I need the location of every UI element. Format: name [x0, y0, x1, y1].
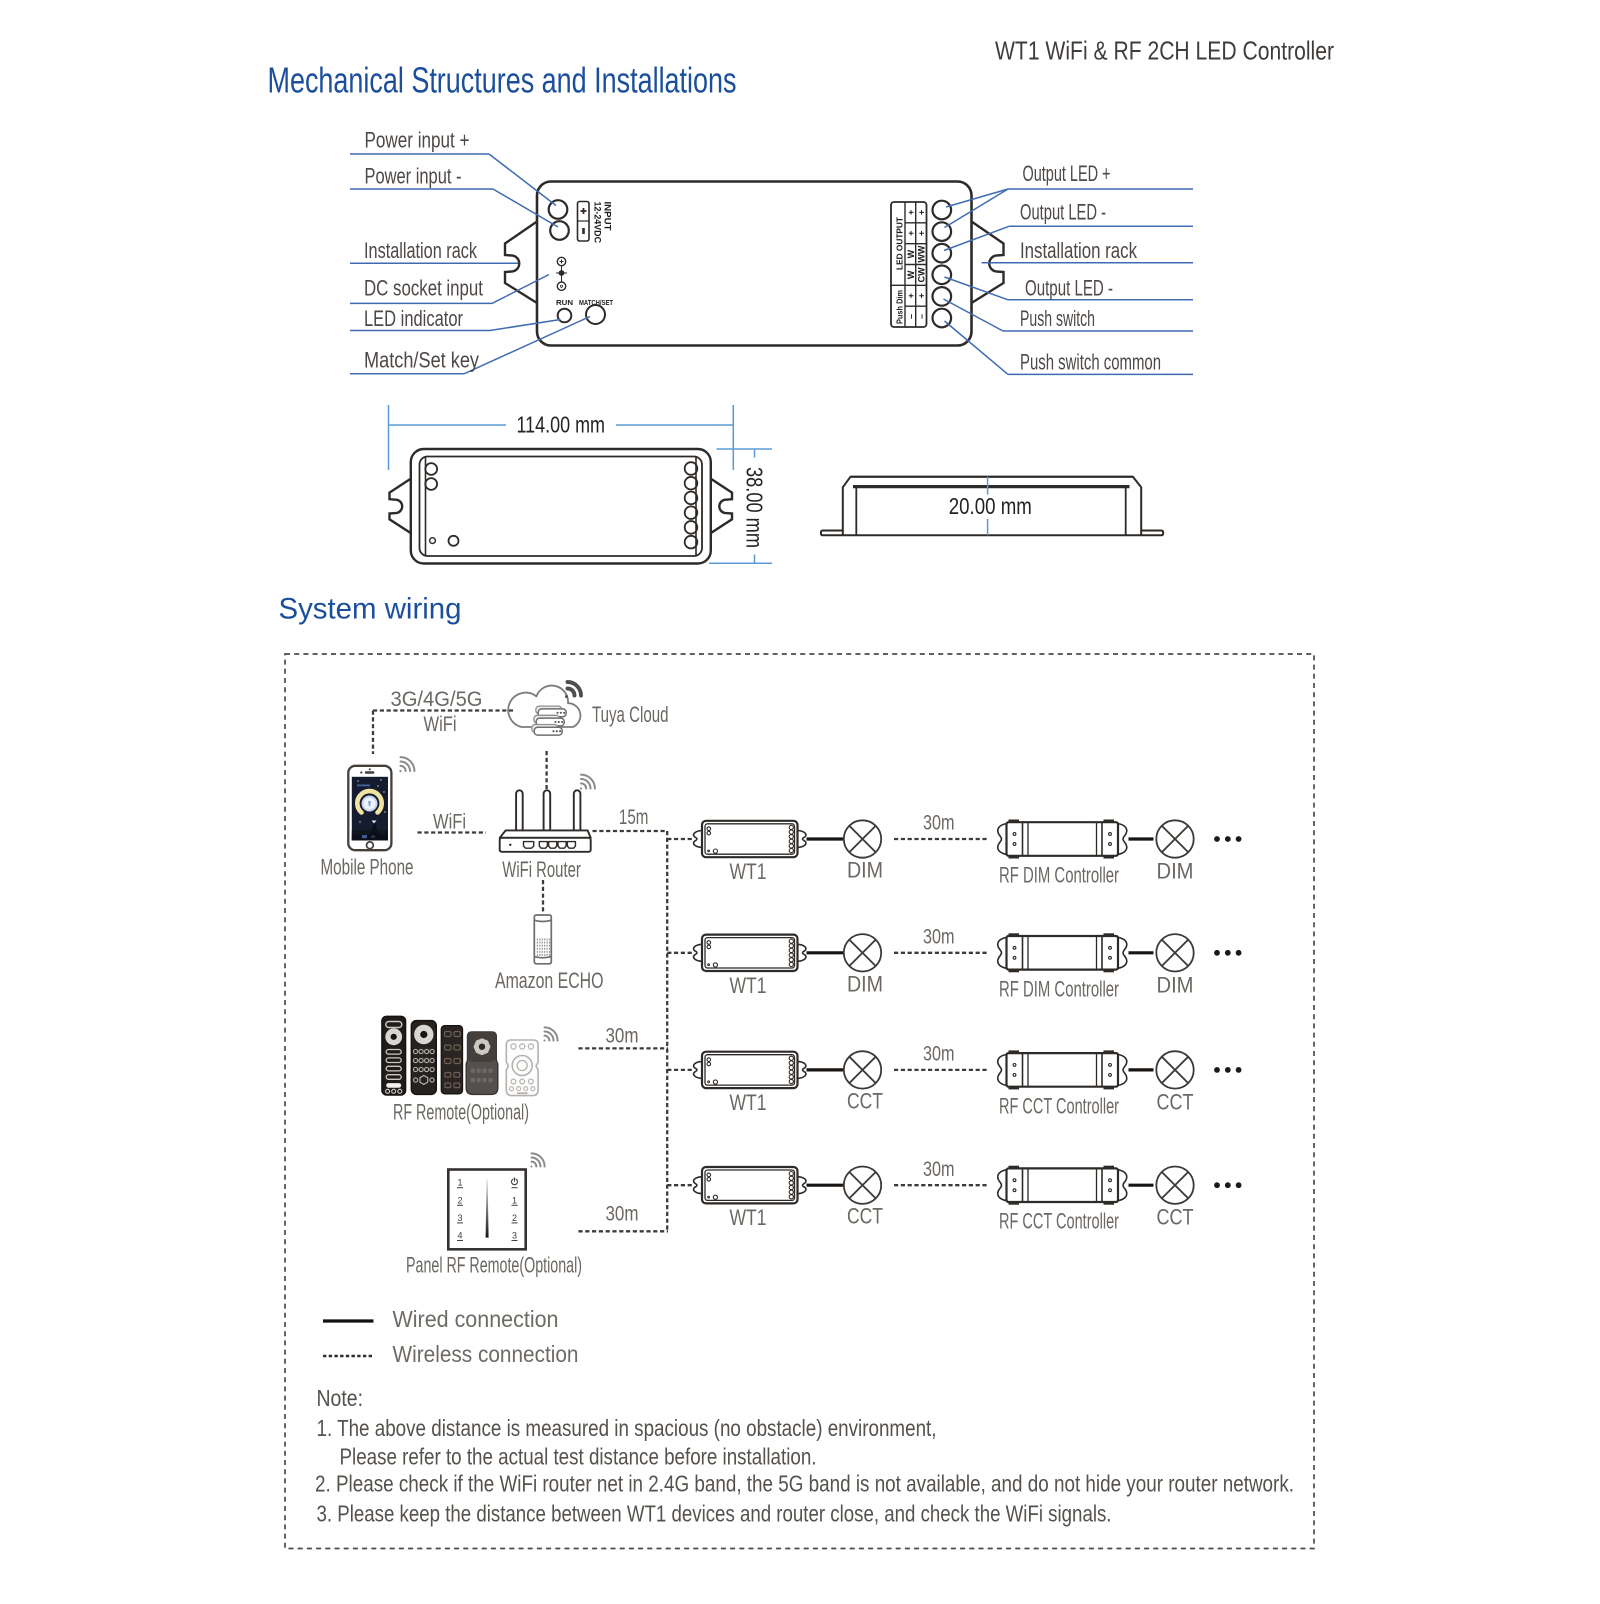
svg-text:DC socket input: DC socket input — [364, 276, 484, 301]
svg-text:–: – — [906, 314, 916, 319]
svg-text:DIM: DIM — [1157, 972, 1194, 997]
svg-text:+: + — [906, 293, 916, 298]
svg-text:RUN: RUN — [556, 298, 573, 307]
svg-text:Push Dim: Push Dim — [896, 290, 905, 324]
svg-text:Match/Set key: Match/Set key — [364, 348, 480, 373]
svg-text:30m: 30m — [923, 812, 955, 835]
svg-text:1. The above distance is measu: 1. The above distance is measured in spa… — [317, 1415, 937, 1441]
svg-text:3: 3 — [512, 1231, 517, 1241]
svg-text:CCT: CCT — [1157, 1089, 1194, 1114]
svg-text:DIM: DIM — [1157, 859, 1194, 884]
svg-text:MATCH/SET: MATCH/SET — [579, 298, 613, 307]
svg-text:Output LED -: Output LED - — [1025, 276, 1113, 301]
svg-text:WiFi: WiFi — [424, 713, 457, 736]
svg-text:WT1: WT1 — [730, 1205, 767, 1230]
svg-text:DIM: DIM — [847, 858, 883, 883]
svg-text:2. Please check if the WiFi ro: 2. Please check if the WiFi router net i… — [315, 1471, 1294, 1497]
svg-text:WiFi Router: WiFi Router — [502, 857, 581, 882]
svg-text:CCT: CCT — [847, 1204, 883, 1229]
svg-text:CW: CW — [917, 267, 927, 282]
svg-text:3. Please keep the distance b: 3. Please keep the distance between WT1 … — [317, 1500, 1112, 1526]
svg-text:System wiring: System wiring — [279, 593, 462, 626]
svg-text:Note:: Note: — [317, 1385, 364, 1411]
svg-text:Please refer to the actual tes: Please refer to the actual test distance… — [340, 1444, 817, 1470]
svg-text:114.00 mm: 114.00 mm — [517, 412, 606, 438]
svg-text:Mobile Phone: Mobile Phone — [321, 855, 414, 880]
svg-text:INPUT: INPUT — [603, 202, 613, 232]
svg-text:2: 2 — [457, 1195, 462, 1205]
svg-text:+: + — [917, 293, 927, 298]
svg-text:30m: 30m — [606, 1203, 639, 1226]
svg-text:LED indicator: LED indicator — [364, 306, 463, 331]
svg-text:+: + — [906, 210, 916, 215]
svg-text:RF CCT Controller: RF CCT Controller — [999, 1093, 1119, 1118]
svg-text:30m: 30m — [606, 1025, 639, 1048]
svg-text:RF CCT Controller: RF CCT Controller — [999, 1209, 1119, 1234]
svg-text:Panel RF Remote(Optional): Panel RF Remote(Optional) — [406, 1253, 582, 1278]
svg-text:Output LED +: Output LED + — [1023, 161, 1111, 186]
svg-text:12-24VDC: 12-24VDC — [593, 202, 603, 244]
svg-text:20.00 mm: 20.00 mm — [949, 493, 1032, 519]
svg-text:LED OUTPUT: LED OUTPUT — [895, 216, 905, 270]
svg-text:Mechanical Structures and Inst: Mechanical Structures and Installations — [268, 60, 737, 101]
svg-text:Amazon ECHO: Amazon ECHO — [495, 968, 604, 993]
svg-text:15m: 15m — [619, 806, 649, 829]
svg-text:RF DIM Controller: RF DIM Controller — [999, 976, 1119, 1001]
svg-text:3G/4G/5G: 3G/4G/5G — [391, 688, 483, 711]
svg-text:Push switch: Push switch — [1020, 306, 1095, 331]
svg-text:WW: WW — [917, 245, 927, 262]
svg-text:–: – — [917, 314, 927, 319]
svg-text:Wired connection: Wired connection — [393, 1306, 559, 1332]
svg-text:30m: 30m — [923, 1043, 955, 1066]
svg-text:W: W — [906, 249, 916, 258]
svg-text:Power input -: Power input - — [365, 164, 462, 189]
svg-text:Power input +: Power input + — [365, 128, 470, 153]
svg-text:WT1: WT1 — [730, 973, 767, 998]
svg-text:1: 1 — [457, 1178, 462, 1188]
svg-text:Wireless connection: Wireless connection — [393, 1341, 579, 1367]
svg-text:Output LED -: Output LED - — [1020, 200, 1106, 225]
svg-text:WT1: WT1 — [730, 1090, 767, 1115]
svg-text:DIM: DIM — [847, 971, 883, 996]
svg-text:30m: 30m — [923, 1158, 955, 1181]
svg-text:WT1: WT1 — [730, 859, 767, 884]
svg-text:RF Remote(Optional): RF Remote(Optional) — [393, 1100, 529, 1125]
svg-text:3: 3 — [457, 1213, 462, 1223]
svg-text:1: 1 — [512, 1195, 517, 1205]
svg-text:Tuya Cloud: Tuya Cloud — [592, 702, 669, 727]
svg-text:4: 4 — [457, 1231, 462, 1241]
svg-text:2: 2 — [512, 1213, 517, 1223]
svg-text:+: + — [917, 210, 927, 215]
svg-text:Installation rack: Installation rack — [1020, 238, 1138, 263]
svg-text:+: + — [906, 231, 916, 236]
svg-text:WiFi: WiFi — [433, 810, 466, 833]
svg-text:38.00 mm: 38.00 mm — [742, 467, 768, 548]
svg-text:RF DIM Controller: RF DIM Controller — [999, 863, 1119, 888]
svg-text:30m: 30m — [923, 925, 955, 948]
svg-text:CCT: CCT — [847, 1088, 883, 1113]
svg-text:CCT: CCT — [1157, 1205, 1194, 1230]
svg-text:WT1 WiFi & RF 2CH LED Control: WT1 WiFi & RF 2CH LED Controller — [995, 36, 1334, 66]
svg-text:Push switch common: Push switch common — [1020, 350, 1161, 375]
svg-text:+: + — [917, 231, 927, 236]
svg-text:Installation rack: Installation rack — [364, 238, 478, 263]
svg-text:W: W — [906, 270, 916, 279]
